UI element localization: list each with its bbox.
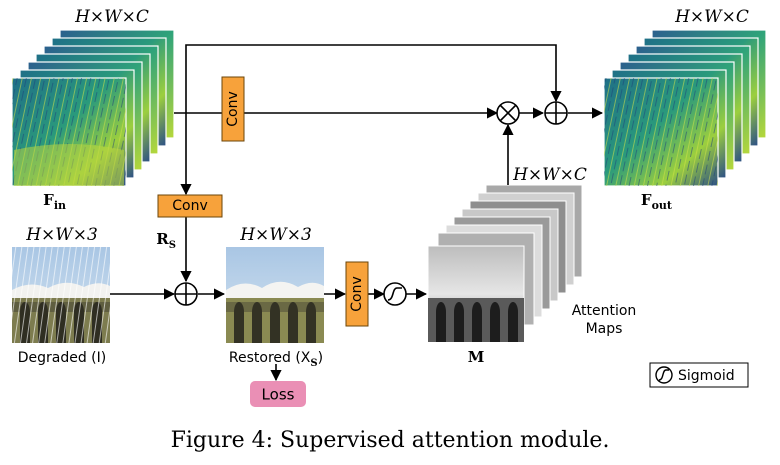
fin-label: Fin (43, 191, 66, 212)
sum-operator-top (544, 101, 568, 125)
restored-dims-label: H×W×3 (239, 225, 312, 245)
skip-connection-arrow (185, 44, 562, 113)
fout-label: Fout (641, 191, 673, 212)
sum-operator-bottom (174, 282, 198, 306)
svg-text:Conv: Conv (225, 91, 241, 127)
attention-label-line1: Attention (572, 303, 637, 319)
figure-caption: Figure 4: Supervised attention module. (171, 428, 610, 453)
svg-text:Restored (XS): Restored (XS) (229, 350, 323, 369)
svg-text:Fout: Fout (641, 191, 673, 212)
svg-text:Conv: Conv (172, 198, 208, 214)
conv-block-right: Conv (345, 261, 369, 327)
svg-text:Conv: Conv (349, 276, 365, 312)
sigmoid-legend: Sigmoid (649, 362, 749, 388)
conv-block-top: Conv (221, 76, 245, 142)
fin-dims-label: H×W×C (74, 7, 149, 27)
degraded-label: Degraded (I) (18, 350, 107, 366)
fout-feature-stack (603, 29, 767, 187)
restored-image (226, 247, 324, 343)
fout-dims-label: H×W×C (674, 7, 749, 27)
sigmoid-operator (383, 282, 407, 306)
svg-text:Sigmoid: Sigmoid (678, 368, 735, 384)
svg-text:RS: RS (156, 230, 176, 251)
attention-label-line2: Maps (586, 321, 623, 337)
m-label: M (468, 348, 485, 366)
sigmoid-icon (655, 366, 673, 384)
svg-text:Loss: Loss (262, 386, 295, 404)
loss-block: Loss (250, 381, 306, 407)
multiply-operator (496, 101, 520, 125)
degraded-dims-label: H×W×3 (25, 225, 98, 245)
restored-label: Restored (XS) (229, 350, 323, 369)
degraded-image (12, 247, 110, 343)
svg-text:Fin: Fin (43, 191, 66, 212)
attention-maps-stack (427, 184, 583, 343)
conv-block-mid: Conv (157, 194, 223, 218)
fin-feature-stack (11, 29, 175, 187)
connections (110, 44, 604, 382)
maps-dims-label: H×W×C (512, 165, 587, 185)
rs-label: RS (156, 230, 176, 251)
